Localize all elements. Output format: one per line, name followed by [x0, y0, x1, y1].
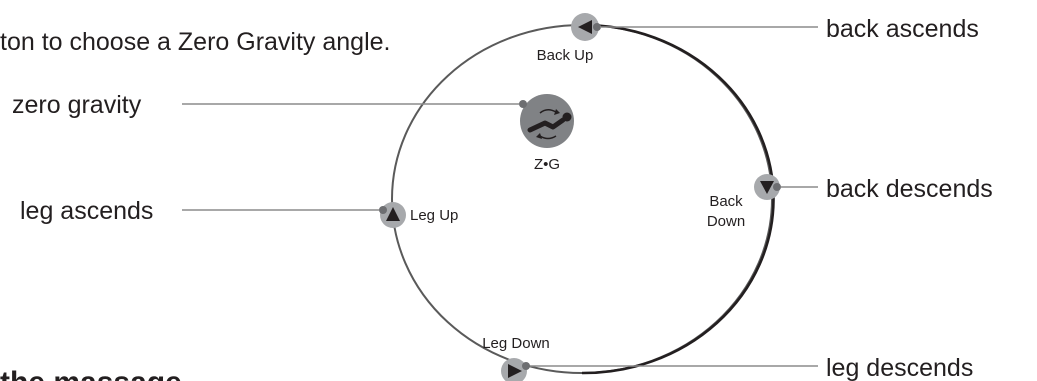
zero-gravity-callout: zero gravity	[12, 91, 142, 119]
back-down-label-line2: Down	[707, 213, 745, 230]
reclined-person-icon	[527, 109, 572, 140]
section-heading: the massage	[0, 366, 182, 381]
leg-down-button[interactable]	[501, 358, 530, 381]
leg-descends-callout: leg descends	[826, 354, 973, 381]
zero-gravity-button[interactable]	[519, 94, 574, 148]
back-down-button[interactable]	[754, 174, 781, 200]
instruction-text: ton to choose a Zero Gravity angle.	[0, 28, 391, 56]
zero-gravity-label: Z•G	[534, 156, 560, 173]
leg-down-label: Leg Down	[482, 335, 550, 352]
back-down-label-line1: Back	[709, 193, 743, 210]
back-up-button[interactable]	[571, 13, 601, 41]
triangle-up-icon	[386, 207, 400, 221]
triangle-right-icon	[508, 364, 522, 378]
back-ascends-callout: back ascends	[826, 15, 979, 43]
back-descends-callout: back descends	[826, 175, 993, 203]
triangle-left-icon	[578, 20, 592, 34]
leg-ascends-callout: leg ascends	[20, 197, 153, 225]
leg-up-label: Leg Up	[410, 207, 458, 224]
back-up-label: Back Up	[537, 47, 594, 64]
leg-up-button[interactable]	[379, 202, 406, 228]
triangle-down-icon	[760, 181, 774, 194]
